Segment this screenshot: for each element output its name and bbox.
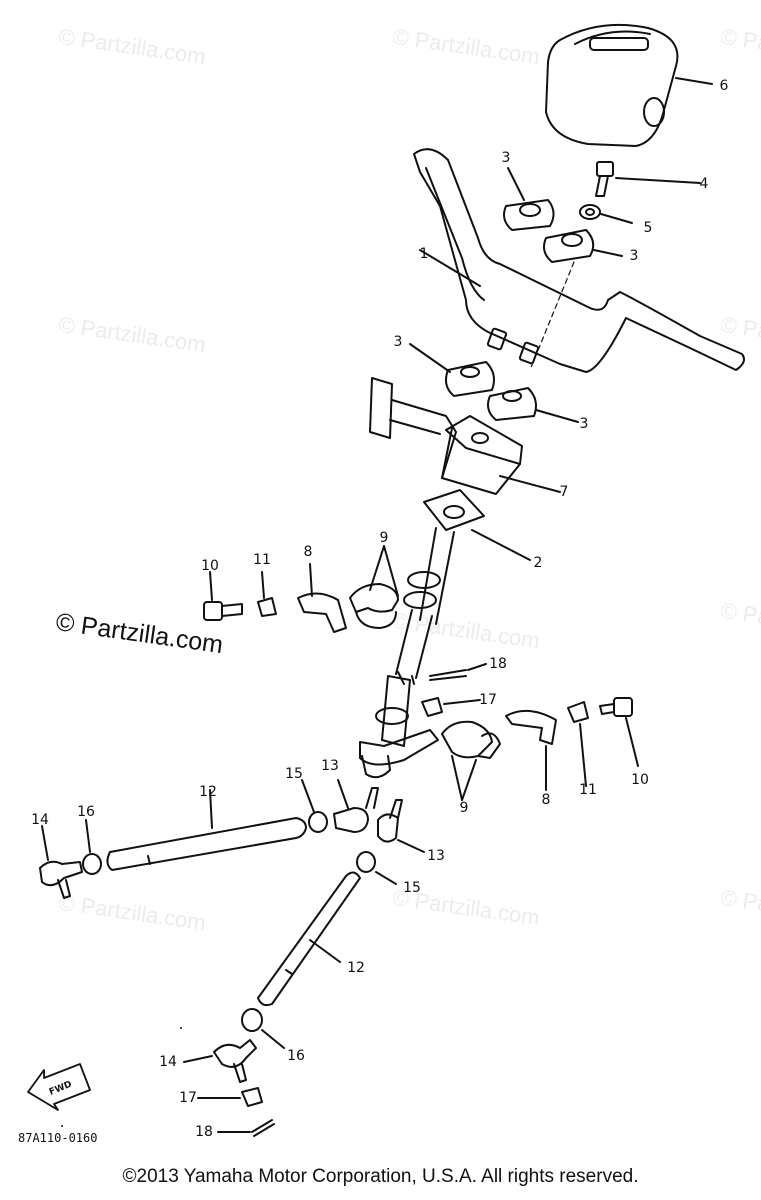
callout-4: 4 [699,176,709,192]
forward-direction-arrow-icon: FWD [27,1063,91,1111]
callout-9: 9 [379,530,389,546]
callout-3: 3 [629,248,639,264]
part-2-steering-column [359,489,531,779]
part-5-nut [579,204,633,224]
callout-17: 17 [479,692,497,708]
part-3-holder-upper-b [529,229,623,371]
callout-3: 3 [393,334,403,350]
part-1-handlebar [413,148,745,373]
callout-14: 14 [31,812,49,828]
part-14-ball-joint-upper [39,825,83,899]
part-10-bolt-lower [599,697,639,767]
callout-1: 1 [419,246,429,262]
callout-9: 9 [459,800,469,816]
part-15-locknut-upper [301,779,328,833]
callout-10: 10 [201,558,219,574]
part-15-locknut-lower [356,851,397,885]
part-4-bolt [595,161,701,197]
callout-11: 11 [579,782,597,798]
callout-18: 18 [489,656,507,672]
part-12-tie-rod-horizontal [106,789,307,871]
callout-8: 8 [303,544,313,560]
part-12-tie-rod-diagonal [257,871,361,1007]
callout-13: 13 [427,848,445,864]
part-6-handlebar-pad [545,23,713,147]
callout-11: 11 [253,552,271,568]
part-18-cotter-pin-lower [217,1119,275,1137]
callout-13: 13 [321,758,339,774]
callout-8: 8 [541,792,551,808]
part-3-holder-upper-a [503,167,555,231]
part-18-cotter-pin-upper [429,663,487,681]
callout-2: 2 [533,555,543,571]
part-17-castle-nut-lower [197,1087,263,1107]
callout-17: 17 [179,1090,197,1106]
part-8-clamp-lower [505,709,557,791]
part-16-nut-lower [241,1008,285,1049]
part-13-rod-end-upper [333,779,379,833]
part-14-ball-joint-lower [183,1039,257,1083]
part-3-holder-lower-a [409,343,495,397]
part-9-bushing-lower [441,720,501,801]
part-10-bolt-upper [203,571,243,621]
callout-3: 3 [579,416,589,432]
part-8-clamp-upper [297,563,347,633]
part-16-nut-upper [82,819,102,875]
part-3-holder-lower-b [487,387,579,423]
callout-5: 5 [643,220,653,236]
callout-12: 12 [199,784,217,800]
drawing-code: 87A110-0160 [18,1131,98,1145]
callout-10: 10 [631,772,649,788]
part-7-handlebar-mount [369,377,561,495]
callout-7: 7 [559,484,569,500]
callout-18: 18 [195,1124,213,1140]
copyright-footer: ©2013 Yamaha Motor Corporation, U.S.A. A… [122,1166,639,1187]
part-11-clip-upper [257,571,277,617]
callout-12: 12 [347,960,365,976]
part-13-rod-end-lower [377,799,425,853]
callout-15: 15 [285,766,303,782]
fwd-label: FWD [48,1080,74,1098]
part-11-clip-lower [567,701,589,787]
callout-14: 14 [159,1054,177,1070]
callout-3: 3 [501,150,511,166]
callout-16: 16 [287,1048,305,1064]
callout-6: 6 [719,78,729,94]
callout-15: 15 [403,880,421,896]
part-9-bushing-upper [349,545,399,629]
part-17-castle-nut-upper [421,697,481,717]
callout-16: 16 [77,804,95,820]
